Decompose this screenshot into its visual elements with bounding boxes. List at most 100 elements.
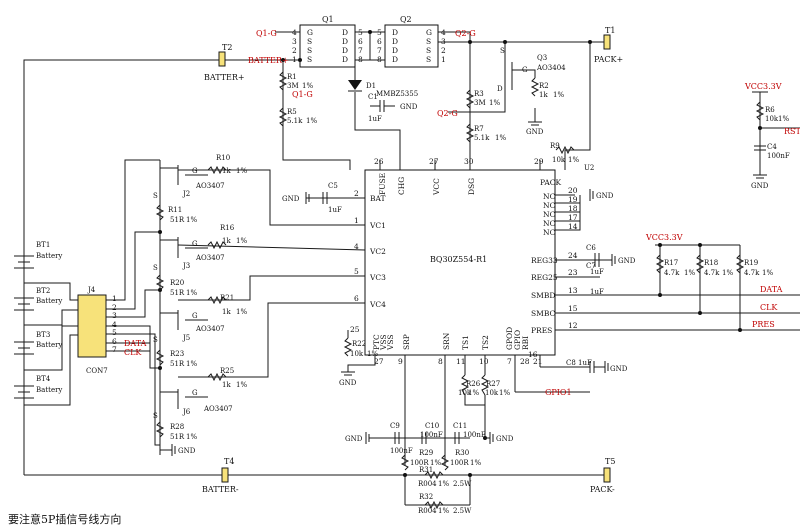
svg-text:CLK: CLK [124, 348, 142, 357]
svg-text:1%: 1% [236, 237, 247, 245]
svg-text:4.7k: 4.7k [664, 269, 680, 277]
svg-text:SRP: SRP [402, 334, 411, 350]
svg-text:1%: 1% [499, 389, 510, 397]
svg-text:1%: 1% [489, 99, 500, 107]
svg-text:R22: R22 [352, 340, 366, 348]
svg-text:S: S [307, 55, 312, 64]
svg-text:VC4: VC4 [369, 300, 386, 309]
svg-text:C11: C11 [453, 422, 467, 430]
svg-text:100R: 100R [450, 459, 469, 467]
svg-text:VC1: VC1 [369, 221, 386, 230]
svg-text:26: 26 [374, 157, 384, 166]
svg-text:Q3: Q3 [537, 54, 547, 62]
svg-text:1%: 1% [236, 381, 247, 389]
balance-j6: G S J6 AO3407 R25 1k 1% R28 51R 1% GND [153, 367, 247, 456]
svg-text:TS2: TS2 [481, 335, 490, 350]
design-note: 要注意5P插信号线方向 [8, 512, 121, 526]
svg-text:27: 27 [374, 357, 384, 366]
svg-text:R1: R1 [287, 73, 297, 81]
svg-text:16: 16 [528, 350, 538, 359]
svg-text:CON7: CON7 [86, 367, 108, 375]
svg-text:C7: C7 [586, 262, 596, 270]
svg-text:1: 1 [292, 55, 297, 64]
battery-bt4: BT4 Battery [14, 375, 62, 399]
svg-text:4: 4 [354, 242, 359, 251]
svg-text:BT3: BT3 [36, 331, 50, 339]
svg-text:GND: GND [400, 103, 418, 111]
svg-text:2.5W: 2.5W [453, 480, 472, 488]
svg-text:R19: R19 [744, 259, 758, 267]
connector-t2: T2 BATTER+ [204, 43, 245, 82]
svg-text:BATTER-: BATTER- [202, 485, 239, 494]
svg-text:51R: 51R [170, 216, 185, 224]
svg-text:BT2: BT2 [36, 287, 50, 295]
svg-text:DSG: DSG [467, 178, 476, 195]
net-q2g-top: Q2-G [455, 29, 476, 38]
svg-text:BATTER+: BATTER+ [204, 73, 245, 82]
svg-text:G: G [426, 28, 432, 37]
svg-text:1%: 1% [722, 269, 733, 277]
svg-text:2: 2 [441, 46, 446, 55]
net-q1g-mid: Q1-G [292, 90, 313, 99]
svg-text:J2: J2 [182, 190, 190, 198]
battery-bt2: BT2 Battery [14, 287, 62, 311]
svg-text:D1: D1 [366, 82, 376, 90]
gnd-q3: GND [526, 121, 544, 136]
svg-text:4: 4 [292, 28, 297, 37]
svg-text:100nF: 100nF [767, 152, 790, 160]
svg-text:1k: 1k [222, 167, 231, 175]
svg-text:S: S [426, 46, 431, 55]
svg-text:23: 23 [568, 268, 578, 277]
svg-text:9: 9 [398, 357, 403, 366]
svg-text:21: 21 [533, 357, 543, 366]
svg-text:S: S [426, 55, 431, 64]
svg-text:NC: NC [543, 210, 556, 219]
svg-text:3: 3 [441, 37, 446, 46]
resistor-r26-r27: R26 10k 1% R27 10k 1% [458, 374, 510, 397]
balance-j5: G S J5 AO3407 R21 1k 1% R23 51R 1% [153, 294, 247, 368]
svg-text:1%: 1% [438, 507, 449, 515]
svg-text:51R: 51R [170, 289, 185, 297]
svg-text:27: 27 [429, 157, 439, 166]
svg-text:4: 4 [441, 28, 446, 37]
svg-text:2: 2 [354, 189, 359, 198]
vcc-top-right: VCC3.3V R6 10k 1% RST C4 100nF GND [744, 82, 800, 190]
svg-text:GND: GND [526, 128, 544, 136]
svg-text:G: G [522, 66, 528, 74]
signal-gpio1: GPIO1 [545, 388, 572, 397]
svg-text:1uF: 1uF [590, 268, 604, 276]
svg-text:AO3407: AO3407 [195, 325, 225, 333]
resistor-r2: R2 1k 1% [530, 77, 564, 99]
svg-text:1k: 1k [539, 91, 548, 99]
svg-text:R25: R25 [220, 367, 234, 375]
svg-text:8: 8 [438, 357, 443, 366]
capacitor-c8: C8 1uF GND [565, 359, 628, 373]
svg-text:R10: R10 [216, 154, 230, 162]
svg-text:GND: GND [496, 435, 514, 443]
svg-text:GPIO: GPIO [513, 330, 522, 350]
svg-text:7: 7 [112, 345, 117, 354]
resistor-r3: R3 3M 1% [465, 89, 500, 109]
battery-bt3: BT3 Battery [14, 331, 62, 355]
svg-text:R28: R28 [170, 423, 184, 431]
resistor-r5: R5 5.1k 1% [278, 107, 317, 127]
svg-text:1: 1 [354, 216, 359, 225]
svg-text:BAT: BAT [370, 194, 386, 203]
svg-text:VSS: VSS [379, 334, 388, 351]
mosfet-q2: Q2 5 6 7 8 4 3 2 1 D D D D G S S S [377, 15, 446, 68]
svg-text:S: S [153, 336, 158, 344]
svg-text:C10: C10 [425, 422, 439, 430]
svg-text:PACK+: PACK+ [594, 55, 623, 64]
svg-text:1%: 1% [778, 115, 789, 123]
svg-text:NC: NC [543, 228, 556, 237]
svg-text:5.1k: 5.1k [287, 117, 303, 125]
svg-text:1k: 1k [222, 237, 231, 245]
svg-text:BT1: BT1 [36, 241, 50, 249]
svg-text:S: S [153, 264, 158, 272]
net-batter-top: BATTER+ [248, 56, 289, 65]
svg-text:NC: NC [543, 192, 556, 201]
svg-text:6: 6 [112, 337, 117, 346]
svg-text:S: S [153, 412, 158, 420]
svg-text:D: D [392, 37, 398, 46]
svg-text:GPOD: GPOD [505, 327, 514, 350]
